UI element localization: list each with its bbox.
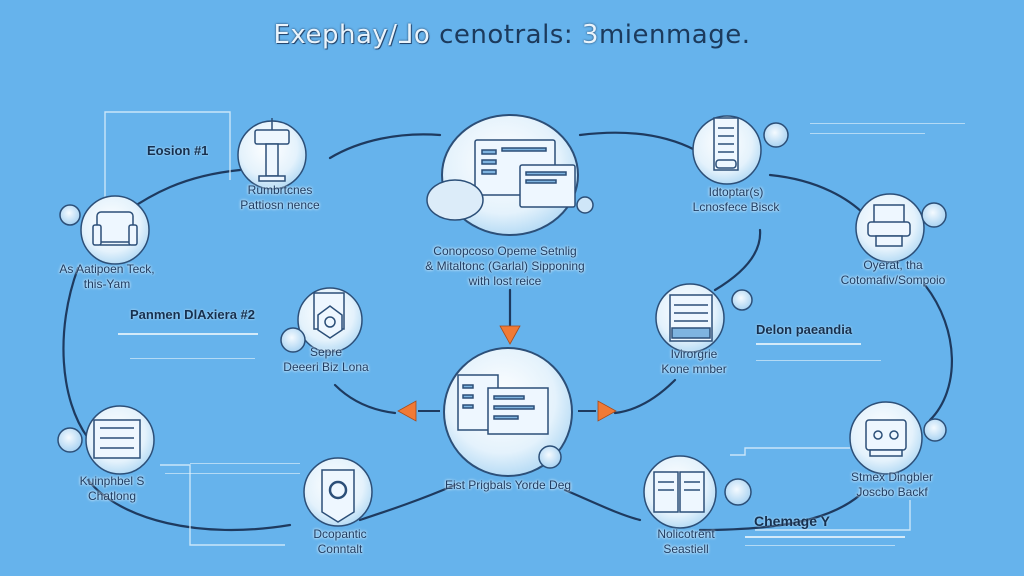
node-badge-bubble[interactable]	[303, 457, 373, 527]
connector-left-bottom	[86, 478, 292, 532]
machine-icon	[865, 419, 907, 457]
server-rack-icon	[713, 117, 739, 171]
title-part-3: 3	[581, 20, 599, 50]
node-printer-bubble[interactable]	[855, 193, 947, 263]
chat-icon	[923, 418, 947, 442]
connector-top-right	[578, 131, 697, 152]
rule	[165, 473, 300, 474]
node-center-top-bubble[interactable]	[426, 114, 594, 236]
section-heading-2: Panmen DlAxiera #2	[130, 307, 256, 322]
section-heading-3: Delon paeandia	[756, 322, 853, 337]
spreadsheet-icon	[669, 294, 713, 342]
rule	[118, 333, 258, 335]
dollar-badge-icon	[280, 327, 306, 353]
connector-inner-right	[613, 378, 677, 415]
node-armchair-bubble[interactable]	[59, 195, 150, 265]
rule	[190, 463, 300, 464]
connector-outer-right-top	[768, 173, 867, 217]
flow-arrows	[397, 325, 617, 422]
node-server-bubble[interactable]	[692, 115, 789, 185]
node-spreadsheet-bubble[interactable]	[655, 283, 753, 353]
title-part-2: cenotrals:	[430, 20, 582, 50]
refresh-icon	[59, 204, 81, 226]
target-badge-icon	[321, 469, 355, 523]
connector-top-left	[328, 133, 442, 160]
arrow-down	[499, 325, 521, 345]
rule	[756, 343, 861, 345]
node-shield-bubble[interactable]	[280, 287, 363, 353]
browser-windows-icon	[457, 374, 549, 435]
rule	[810, 133, 925, 134]
connector-bottom-right	[563, 488, 642, 522]
page-title: Exephay/ᒧo cenotrals: 3mienmage.	[0, 20, 1024, 50]
node-machine-bubble[interactable]	[849, 401, 947, 475]
arrow-right	[597, 400, 617, 422]
rule	[745, 536, 905, 538]
section-heading-1: Eosion #1	[147, 143, 209, 158]
home-icon	[731, 289, 753, 311]
node-tower-bubble[interactable]	[237, 118, 307, 190]
node-checklist-bubble[interactable]	[57, 405, 155, 475]
connector-left-outer-loop	[62, 266, 90, 440]
connector-server-spreadsheet	[713, 228, 762, 292]
title-part-4: mienmage.	[598, 20, 751, 50]
node-label-armchair: As Aatipoen Teck,this-Yam	[59, 262, 155, 291]
connector-inner-left	[333, 383, 397, 415]
flow-icon	[921, 202, 947, 228]
node-label-center-top: Conopcoso Opeme Setnlig& Mitaltonc (Garl…	[425, 244, 585, 288]
bowl-icon	[538, 445, 562, 469]
thin-guides	[104, 111, 911, 546]
arrow-left	[397, 400, 417, 422]
printer-icon	[867, 204, 911, 247]
rule	[756, 360, 881, 361]
armchair-icon	[92, 211, 138, 246]
title-part-1: Exephay/ᒧo	[273, 20, 431, 50]
connectors	[62, 131, 953, 532]
connector-bottom-left	[358, 483, 457, 522]
section-heading-4: Chemage Y	[754, 513, 830, 529]
node-book-bubble[interactable]	[643, 455, 752, 529]
node-label-server: Idtoptar(s)Lcnosfece Bisck	[692, 185, 780, 214]
rule	[745, 545, 895, 546]
open-book-icon	[653, 471, 705, 513]
vase-icon	[763, 122, 789, 148]
rule	[130, 358, 255, 359]
tower-icon	[254, 118, 290, 182]
node-center-bottom-bubble[interactable]	[443, 347, 573, 477]
connector-right-bottom	[698, 493, 862, 532]
cycle-icon	[57, 427, 83, 453]
connector-right-outer-loop	[923, 283, 953, 422]
checklist-icon	[93, 419, 141, 459]
rule	[810, 123, 965, 124]
share-icon	[724, 478, 752, 506]
shield-document-icon	[313, 292, 345, 339]
dashboard-screens-icon	[426, 139, 594, 221]
node-label-center-bottom: Eist Prigbals Yorde Deg	[444, 478, 572, 492]
